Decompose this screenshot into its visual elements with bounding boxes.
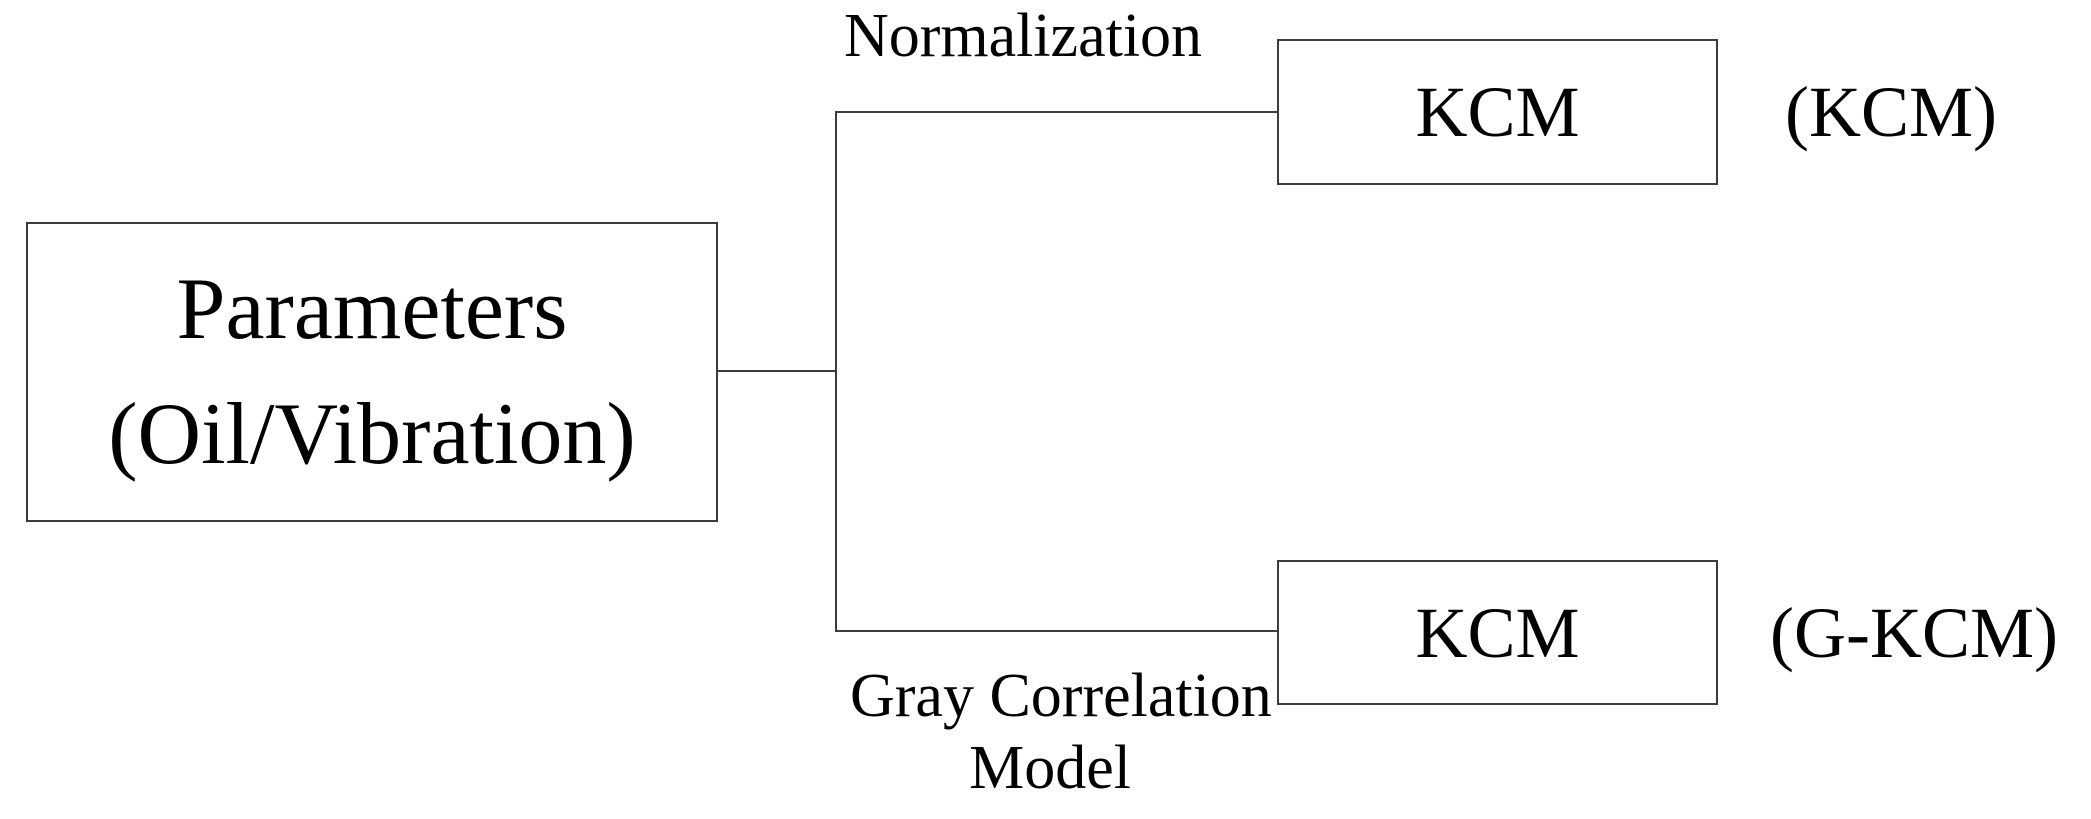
normalization-edge-label: Normalization <box>843 2 1203 70</box>
kcm-box-top: KCM <box>1277 39 1718 185</box>
parameters-box: Parameters (Oil/Vibration) <box>26 222 718 522</box>
parameters-box-line2: (Oil/Vibration) <box>108 386 636 483</box>
g-kcm-annotation-label: (G-KCM) <box>1770 592 2058 673</box>
gray-correlation-edge-label: Gray Correlation Model <box>850 660 1272 804</box>
kcm-box-top-label: KCM <box>1415 72 1580 152</box>
g-kcm-annotation: (G-KCM) <box>1770 560 2058 705</box>
parameters-box-line1: Parameters <box>176 261 568 358</box>
connector-branch-top <box>835 111 1277 113</box>
connector-source-to-trunk <box>718 370 837 372</box>
kcm-annotation-label: (KCM) <box>1785 72 1997 152</box>
gray-correlation-edge-label-line2: Model <box>969 734 1131 802</box>
kcm-annotation: (KCM) <box>1785 39 1997 185</box>
kcm-box-bottom: KCM <box>1277 560 1718 705</box>
kcm-box-bottom-label: KCM <box>1415 592 1580 673</box>
connector-trunk-vertical <box>835 111 837 632</box>
connector-branch-bottom <box>835 630 1277 632</box>
gray-correlation-edge-label-line1: Gray Correlation <box>850 662 1272 730</box>
